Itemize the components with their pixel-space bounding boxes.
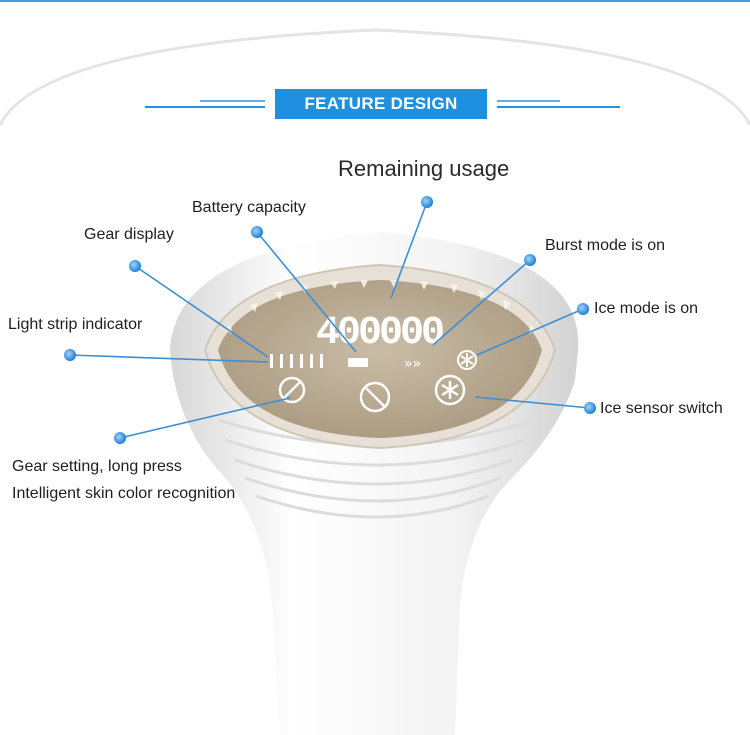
ice-sensor-icon[interactable] bbox=[434, 374, 466, 406]
banner-lines bbox=[145, 89, 620, 119]
callout-lines bbox=[69, 201, 591, 439]
burst-chevrons-icon: »» bbox=[404, 356, 421, 372]
remaining-count: 400000 bbox=[316, 311, 443, 356]
gear-setting-icon[interactable] bbox=[278, 376, 306, 404]
mode-select-icon[interactable] bbox=[359, 381, 391, 413]
label-skin-recognition: Intelligent skin color recognition bbox=[12, 485, 236, 502]
snowflake-icon bbox=[457, 350, 477, 370]
label-gear-setting: Gear setting, long press bbox=[12, 458, 182, 475]
label-remaining-usage: Remaining usage bbox=[338, 156, 510, 181]
light-strip-bars bbox=[270, 354, 323, 368]
label-light-strip: Light strip indicator bbox=[8, 316, 143, 333]
label-ice-mode: Ice mode is on bbox=[594, 300, 699, 317]
label-ice-sensor: Ice sensor switch bbox=[600, 400, 723, 417]
feature-design-banner: FEATURE DESIGN bbox=[304, 94, 458, 113]
label-burst-mode: Burst mode is on bbox=[545, 237, 666, 254]
label-gear-display: Gear display bbox=[84, 226, 174, 243]
battery-icon bbox=[348, 358, 368, 367]
label-battery-capacity: Battery capacity bbox=[192, 199, 306, 216]
callout-dots bbox=[64, 196, 596, 444]
